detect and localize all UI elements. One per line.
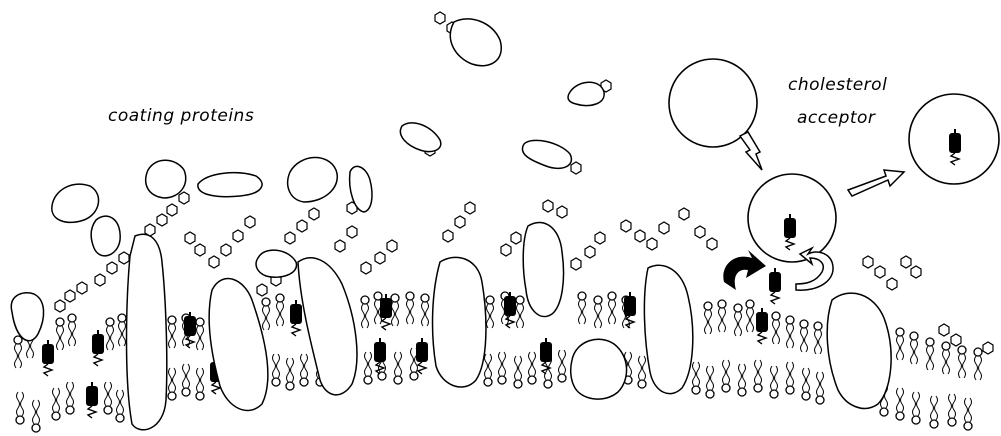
coating-proteins-label: coating proteins xyxy=(108,106,254,126)
cholesterol-acceptor-label-line2: acceptor xyxy=(797,108,875,128)
flip-arrow-icon xyxy=(723,250,766,290)
arrow-down-icon xyxy=(740,132,762,170)
curved-arrow-icon xyxy=(796,248,833,290)
arrow-right-icon xyxy=(848,170,904,196)
cholesterol-acceptor-label-line1: cholesterol xyxy=(788,75,887,95)
